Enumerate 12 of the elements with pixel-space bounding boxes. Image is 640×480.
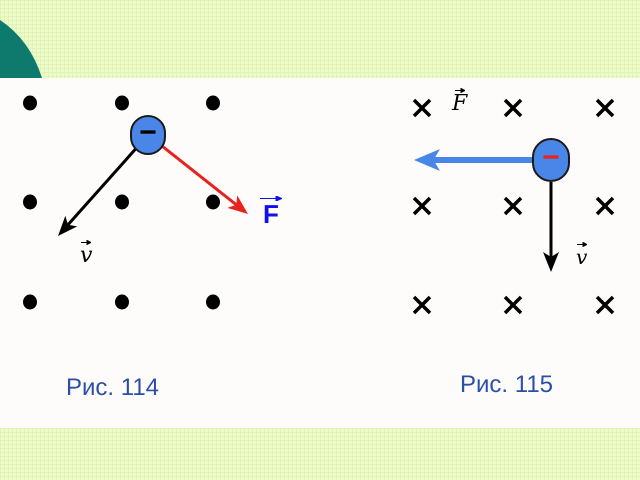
- arrow: [162, 145, 248, 214]
- figure-caption: Рис. 114: [66, 373, 160, 403]
- arrow: [543, 182, 559, 272]
- vector-label: F: [263, 201, 279, 227]
- vector-label: v: [80, 245, 92, 267]
- vector-label: F: [452, 93, 468, 115]
- figure-caption: Рис. 115: [460, 370, 554, 400]
- arrow: [58, 148, 136, 236]
- minus-sign: −: [139, 118, 157, 148]
- minus-sign: −: [542, 143, 560, 173]
- vector-label: v: [576, 247, 588, 267]
- arrow: [414, 149, 532, 171]
